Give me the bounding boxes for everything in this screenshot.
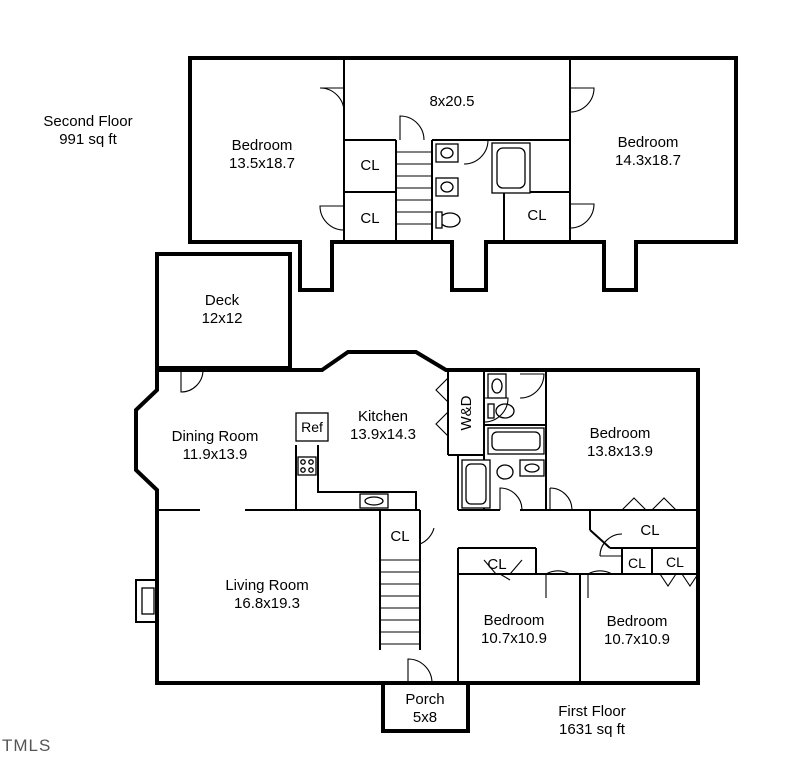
dining-room-name: Dining Room	[172, 428, 259, 445]
burner-icon	[308, 459, 314, 465]
tmls-logo: TMLS	[2, 736, 51, 755]
bedroom-b-dims: 10.7x10.9	[604, 631, 670, 648]
bedroom-right-dims: 14.3x18.7	[615, 152, 681, 169]
door-swing-icon	[545, 570, 571, 598]
closet-label: CL	[360, 210, 379, 227]
kitchen-name: Kitchen	[358, 408, 408, 425]
second-floor-plan: Bedroom 13.5x18.7 8x20.5 Bedroom 14.3x18…	[188, 56, 738, 292]
stove-icon	[297, 456, 317, 476]
toilet-tank-icon	[487, 403, 495, 419]
first-floor-outer-wall	[134, 350, 700, 685]
washer-dryer-label: W&D	[458, 395, 475, 430]
toilet-icon	[496, 464, 514, 480]
burner-icon	[300, 467, 306, 473]
door-swing-icon	[180, 369, 204, 393]
dining-room-dims: 11.9x13.9	[183, 446, 248, 463]
sink-basin-icon	[440, 181, 454, 193]
door-swing-icon	[463, 139, 489, 165]
bedroom-main-name: Bedroom	[590, 425, 651, 442]
stairs-lower	[380, 559, 420, 645]
bifold-door-icon	[659, 573, 699, 587]
kitchen-sink-basin-icon	[364, 496, 384, 506]
toilet-icon	[439, 212, 461, 228]
door-swing-icon	[499, 487, 523, 511]
bedroom-left-dims: 13.5x18.7	[229, 155, 295, 172]
porch-outline	[381, 681, 470, 733]
door-swing-icon	[549, 487, 573, 511]
burner-icon	[300, 459, 306, 465]
closet-label: CL	[640, 522, 659, 539]
porch-dims: 5x8	[413, 709, 437, 726]
bathtub-basin-icon	[465, 463, 487, 505]
fireplace-icon	[135, 579, 158, 623]
closet-label: CL	[628, 555, 646, 571]
bifold-door-icon	[435, 377, 449, 437]
first-floor-plan: W&D Dining Room 11.9x13.9 Kitchen 13.9x1…	[134, 350, 700, 685]
closet-label: CL	[360, 157, 379, 174]
deck-name: Deck	[205, 292, 240, 309]
second-floor-outer-wall	[188, 56, 738, 292]
refrigerator	[295, 412, 329, 442]
bifold-door-icon	[621, 497, 677, 511]
stairs-upper	[396, 151, 432, 225]
second-floor-heading: Second Floor	[43, 113, 132, 130]
bathtub-basin-icon	[491, 431, 541, 451]
bifold-door-icon	[483, 559, 523, 581]
kitchen-counter	[295, 445, 417, 510]
toilet-icon	[495, 403, 515, 419]
bedroom-b-name: Bedroom	[607, 613, 668, 630]
wall	[589, 529, 611, 549]
bedroom-right-name: Bedroom	[618, 134, 679, 151]
door-swing-icon	[319, 87, 345, 113]
hall-dims: 8x20.5	[429, 93, 474, 110]
second-floor-area: 991 sq ft	[59, 131, 117, 148]
kitchen-dims: 13.9x14.3	[350, 426, 416, 443]
door-swing-icon	[569, 203, 595, 229]
bedroom-a-name: Bedroom	[484, 612, 545, 629]
sink-basin-icon	[440, 147, 454, 159]
door-swing-icon	[519, 373, 545, 399]
door-swing-icon	[399, 115, 425, 141]
door-swing-icon	[599, 533, 623, 557]
sink-basin-icon	[491, 378, 503, 394]
closet-label: CL	[487, 556, 506, 573]
first-floor-area: 1631 sq ft	[559, 721, 626, 738]
door-swing-icon	[569, 87, 595, 113]
bedroom-main-dims: 13.8x13.9	[587, 443, 653, 460]
door-swing-icon	[587, 570, 613, 598]
bedroom-left-name: Bedroom	[232, 137, 293, 154]
toilet-tank-icon	[435, 211, 443, 229]
closet-label: CL	[527, 207, 546, 224]
door-swing-icon	[483, 397, 509, 423]
fireplace-hearth-icon	[141, 587, 155, 615]
refrigerator-label: Ref	[301, 419, 323, 435]
closet-label: CL	[390, 528, 409, 545]
burner-icon	[308, 467, 314, 473]
porch-name: Porch	[405, 691, 444, 708]
living-room-name: Living Room	[225, 577, 308, 594]
door-swing-icon	[319, 205, 345, 231]
closet-label: CL	[666, 554, 684, 570]
first-floor-heading: First Floor	[558, 703, 626, 720]
bathtub-basin-icon	[496, 147, 526, 189]
living-room-dims: 16.8x19.3	[234, 595, 300, 612]
bedroom-a-dims: 10.7x10.9	[481, 630, 547, 647]
deck-dims: 12x12	[202, 310, 243, 327]
sink-basin-icon	[524, 463, 540, 473]
door-swing-icon	[407, 658, 433, 684]
door-swing-icon	[419, 520, 435, 545]
